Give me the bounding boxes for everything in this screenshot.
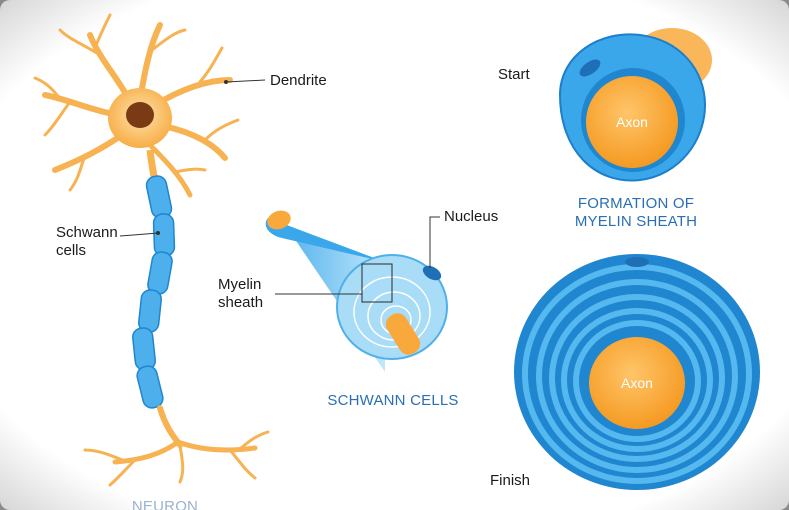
start-axon-label: Axon [607, 114, 657, 130]
neuron-caption: NEURON [110, 498, 220, 510]
axon-schwann-segments [132, 174, 175, 409]
schwann-cells-label: Schwann cells [56, 224, 118, 260]
axon-terminals [85, 408, 268, 485]
formation-caption: FORMATION OF MYELIN SHEATH [556, 195, 716, 231]
schwann-cell-illustration [265, 207, 447, 372]
myelin-sheath-label: Myelin sheath [218, 276, 263, 312]
myelin-finish [514, 254, 760, 490]
start-label: Start [498, 66, 530, 84]
nucleus-leader [430, 217, 440, 268]
schwann-leader [120, 233, 158, 236]
finish-nucleus [625, 257, 649, 267]
dendrite-label: Dendrite [270, 72, 327, 90]
finish-axon-label: Axon [612, 375, 662, 391]
schwann-cells-caption: SCHWANN CELLS [318, 392, 468, 410]
nucleus-label: Nucleus [444, 208, 498, 226]
myelin-start [560, 28, 712, 180]
finish-label: Finish [490, 472, 530, 490]
neuron-nucleus [126, 102, 154, 128]
